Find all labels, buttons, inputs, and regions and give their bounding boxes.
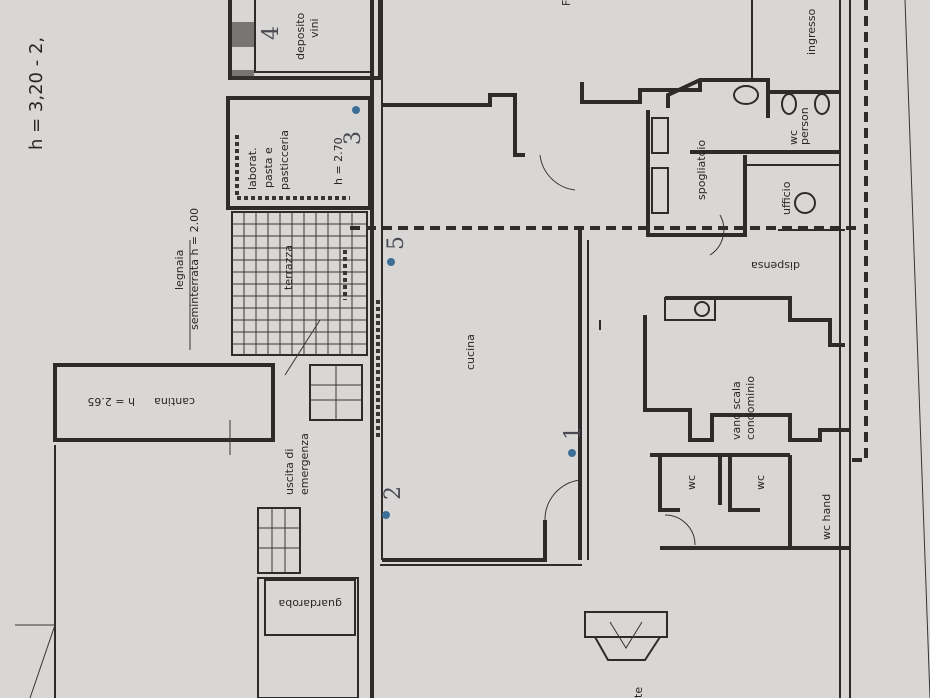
label-deposito: deposito	[294, 12, 307, 60]
label-cucina: cucina	[464, 334, 477, 370]
label-laboratorio-1: laborat.	[246, 147, 259, 190]
walls-right	[751, 0, 851, 698]
marker-4: 4	[259, 26, 284, 40]
label-guardaroba: guardaroba	[279, 597, 342, 610]
label-vini: vini	[308, 18, 321, 38]
label-uscita: uscita di	[283, 449, 296, 495]
room-cantina	[15, 363, 275, 698]
label-wc-person-2: person	[798, 107, 811, 145]
label-edge-letter: F	[560, 0, 573, 6]
label-condominio: condominio	[744, 376, 757, 440]
label-ufficio: ufficio	[780, 181, 793, 215]
fireplace	[584, 611, 668, 661]
room-vano-scala	[643, 296, 850, 550]
label-cantina-height: h = 2.65	[87, 395, 135, 408]
room-deposito-vini	[228, 0, 382, 80]
marker-pin-5	[387, 258, 395, 266]
label-laboratorio-3: pasticceria	[278, 130, 291, 190]
label-vano-scala: vano scala	[730, 381, 743, 440]
header-height-note: h = 3,20 - 2,	[26, 37, 47, 150]
marker-pin-1	[568, 449, 576, 457]
label-terrazza: terrazza	[282, 245, 295, 290]
walls-main	[370, 0, 702, 698]
marker-1: 1	[561, 426, 586, 440]
stairs-lower	[257, 507, 301, 574]
label-cantina: cantina	[154, 395, 195, 408]
label-laboratorio-height: h = 2.70	[332, 137, 345, 185]
label-wc-b: wc	[754, 475, 767, 490]
label-emergenza: emergenza	[298, 433, 311, 495]
label-wc-hand: wc hand	[820, 494, 833, 540]
stairs-upper	[309, 364, 363, 421]
label-wc-person-1: wc	[787, 130, 800, 145]
label-wc-a: wc	[685, 475, 698, 490]
marker-pin-2	[382, 511, 390, 519]
marker-5: 5	[384, 236, 409, 250]
label-legnaia: legnaia	[173, 250, 186, 290]
paper-edge	[904, 0, 930, 698]
label-laboratorio-2: pasta e	[262, 147, 275, 188]
label-ingresso: ingresso	[805, 8, 818, 55]
marker-pin-3	[352, 106, 360, 114]
label-edge-text: te	[632, 687, 645, 698]
room-guardaroba	[257, 577, 359, 698]
marker-2: 2	[381, 486, 406, 500]
marker-3: 3	[341, 131, 366, 145]
boundary-dashed-vertical	[850, 0, 868, 462]
label-dispensa: dispensa	[751, 259, 800, 272]
room-terrazza	[189, 211, 368, 376]
room-spogliatoio	[646, 78, 845, 256]
label-spogliatoio: spogliatoio	[695, 140, 708, 200]
label-seminterrata: seminterrata h = 2.00	[188, 208, 201, 330]
